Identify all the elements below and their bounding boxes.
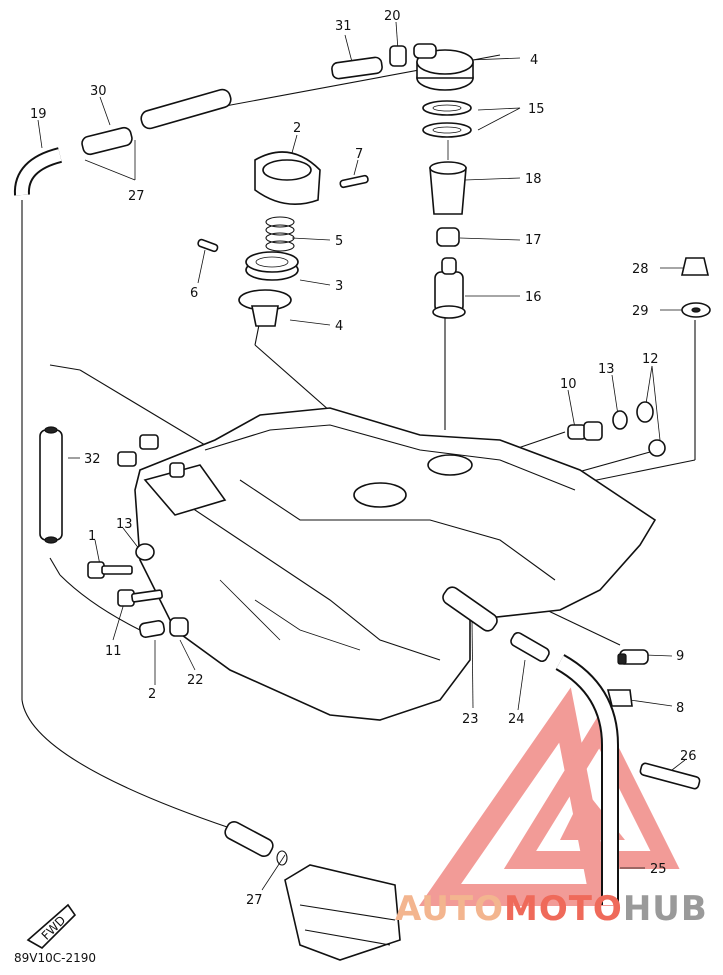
part-strainer-16 bbox=[432, 257, 466, 319]
label-6: 6 bbox=[190, 286, 198, 301]
part-collar-15b bbox=[612, 410, 628, 430]
part-nut-28 bbox=[680, 257, 710, 276]
part-cushions bbox=[117, 434, 185, 478]
diagram-code: 89V10C-2190 bbox=[14, 951, 96, 965]
label-7a: 7 bbox=[355, 147, 363, 162]
part-cap-2 bbox=[254, 151, 321, 206]
label-28: 28 bbox=[632, 262, 649, 277]
part-cock-9 bbox=[617, 649, 649, 665]
part-washer-13 bbox=[135, 543, 155, 561]
part-washer-29 bbox=[681, 302, 711, 318]
label-2a: 2 bbox=[293, 121, 301, 136]
label-22: 22 bbox=[187, 673, 204, 688]
watermark-moto: MOTO bbox=[504, 889, 623, 929]
part-spring-5 bbox=[265, 216, 295, 252]
part-bracket-8 bbox=[606, 689, 633, 707]
label-4a: 4 bbox=[530, 53, 538, 68]
part-joint-24 bbox=[510, 631, 550, 663]
part-fuel-pump bbox=[284, 864, 401, 961]
part-fuel-tank bbox=[134, 407, 657, 721]
part-bolt-11 bbox=[117, 589, 163, 607]
label-10: 10 bbox=[560, 377, 577, 392]
part-gaskets-15 bbox=[422, 100, 472, 138]
label-13b: 13 bbox=[116, 517, 133, 532]
part-hose-breather bbox=[140, 88, 232, 130]
label-4b: 4 bbox=[335, 319, 343, 334]
label-3: 3 bbox=[335, 279, 343, 294]
label-20: 20 bbox=[384, 9, 401, 24]
label-8: 8 bbox=[676, 701, 684, 716]
part-collar-17 bbox=[436, 227, 460, 247]
watermark-text: AUTOMOTOHUB bbox=[395, 889, 708, 929]
part-clip-20 bbox=[389, 45, 407, 67]
label-18: 18 bbox=[525, 172, 542, 187]
label-1: 1 bbox=[88, 529, 96, 544]
label-9: 9 bbox=[676, 649, 684, 664]
part-hose-32 bbox=[39, 426, 63, 544]
part-hose-27 bbox=[224, 820, 288, 866]
label-12: 12 bbox=[642, 352, 659, 367]
part-hose-2b bbox=[138, 620, 166, 638]
part-washers-12 bbox=[636, 401, 666, 457]
label-15: 15 bbox=[528, 102, 545, 117]
part-hose-19 bbox=[13, 147, 63, 196]
watermark-auto: AUTO bbox=[395, 889, 504, 929]
label-13a: 13 bbox=[598, 362, 615, 377]
part-hose-23 bbox=[442, 586, 498, 632]
part-ring-3 bbox=[245, 251, 299, 281]
part-hose-25 bbox=[555, 654, 619, 905]
label-5: 5 bbox=[335, 234, 343, 249]
label-23: 23 bbox=[462, 712, 479, 727]
fwd-arrow-icon bbox=[26, 903, 77, 949]
label-25: 25 bbox=[650, 862, 667, 877]
watermark-hub: HUB bbox=[623, 889, 708, 929]
part-fuel-cock-cap-4 bbox=[413, 43, 474, 91]
label-27a: 27 bbox=[128, 189, 145, 204]
label-2b: 2 bbox=[148, 687, 156, 702]
part-labels: 31 20 4 30 15 19 2 7 18 27 17 5 28 6 3 1… bbox=[30, 9, 697, 908]
part-pin-7 bbox=[339, 174, 369, 189]
label-17: 17 bbox=[525, 233, 542, 248]
label-30: 30 bbox=[90, 84, 107, 99]
label-16: 16 bbox=[525, 290, 542, 305]
label-32: 32 bbox=[84, 452, 101, 467]
part-pin-6 bbox=[197, 238, 219, 253]
label-29: 29 bbox=[632, 304, 649, 319]
part-filter-18 bbox=[429, 140, 467, 215]
part-hose-31 bbox=[331, 56, 383, 80]
label-27b: 27 bbox=[246, 893, 263, 908]
part-seat-4 bbox=[238, 289, 292, 327]
part-bolt-1 bbox=[87, 561, 133, 579]
part-clip-22 bbox=[169, 617, 189, 637]
part-hose-30 bbox=[81, 126, 133, 156]
label-19: 19 bbox=[30, 107, 47, 122]
part-gauge-26 bbox=[639, 762, 701, 790]
label-26: 26 bbox=[680, 749, 697, 764]
label-11: 11 bbox=[105, 644, 122, 659]
part-damper-10 bbox=[567, 421, 603, 441]
label-24: 24 bbox=[508, 712, 525, 727]
label-31: 31 bbox=[335, 19, 352, 34]
